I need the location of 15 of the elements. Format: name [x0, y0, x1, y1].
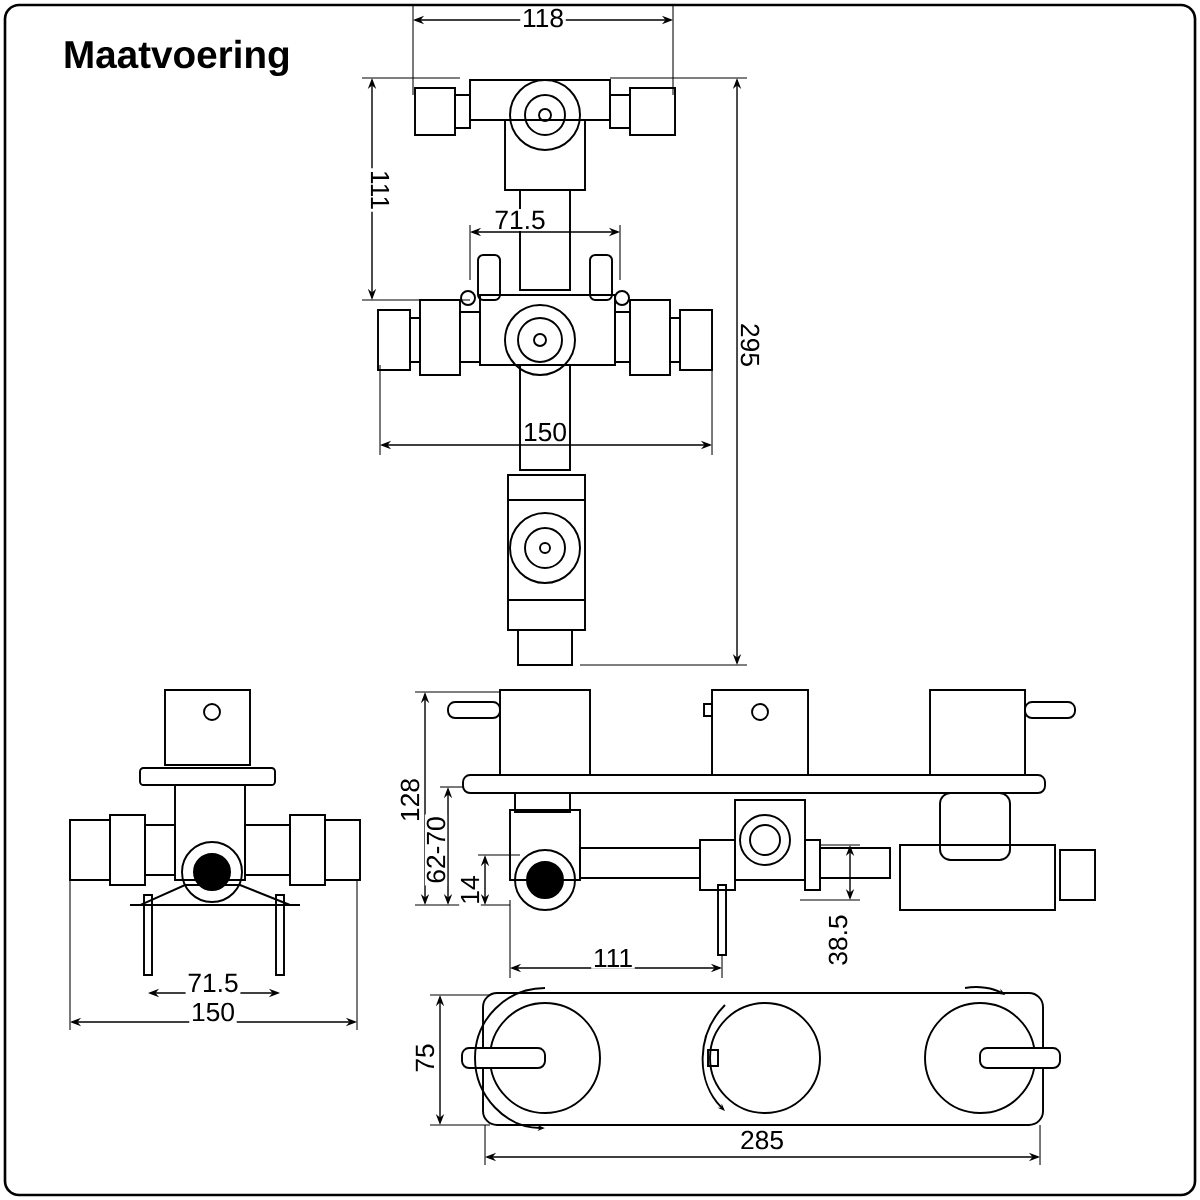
dimension-label: 71.5 — [185, 972, 241, 994]
dimension-label: 62-70 — [424, 814, 448, 886]
dimension-label: 285 — [738, 1128, 786, 1152]
dimension-label: 71.5 — [492, 209, 548, 231]
dimension-label: 118 — [520, 6, 566, 30]
dimension-label: 111 — [591, 947, 635, 969]
dimension-label: 111 — [369, 168, 391, 212]
dimension-label: 75 — [414, 1041, 436, 1075]
dimension-label: 150 — [521, 420, 569, 444]
dimension-label: 38.5 — [826, 912, 850, 968]
dimension-label: 150 — [189, 1000, 237, 1024]
dimension-label: 128 — [398, 776, 422, 824]
dimension-label: 14 — [459, 873, 481, 907]
title: Maatvoering — [65, 39, 289, 77]
dimension-label: 295 — [738, 321, 762, 369]
